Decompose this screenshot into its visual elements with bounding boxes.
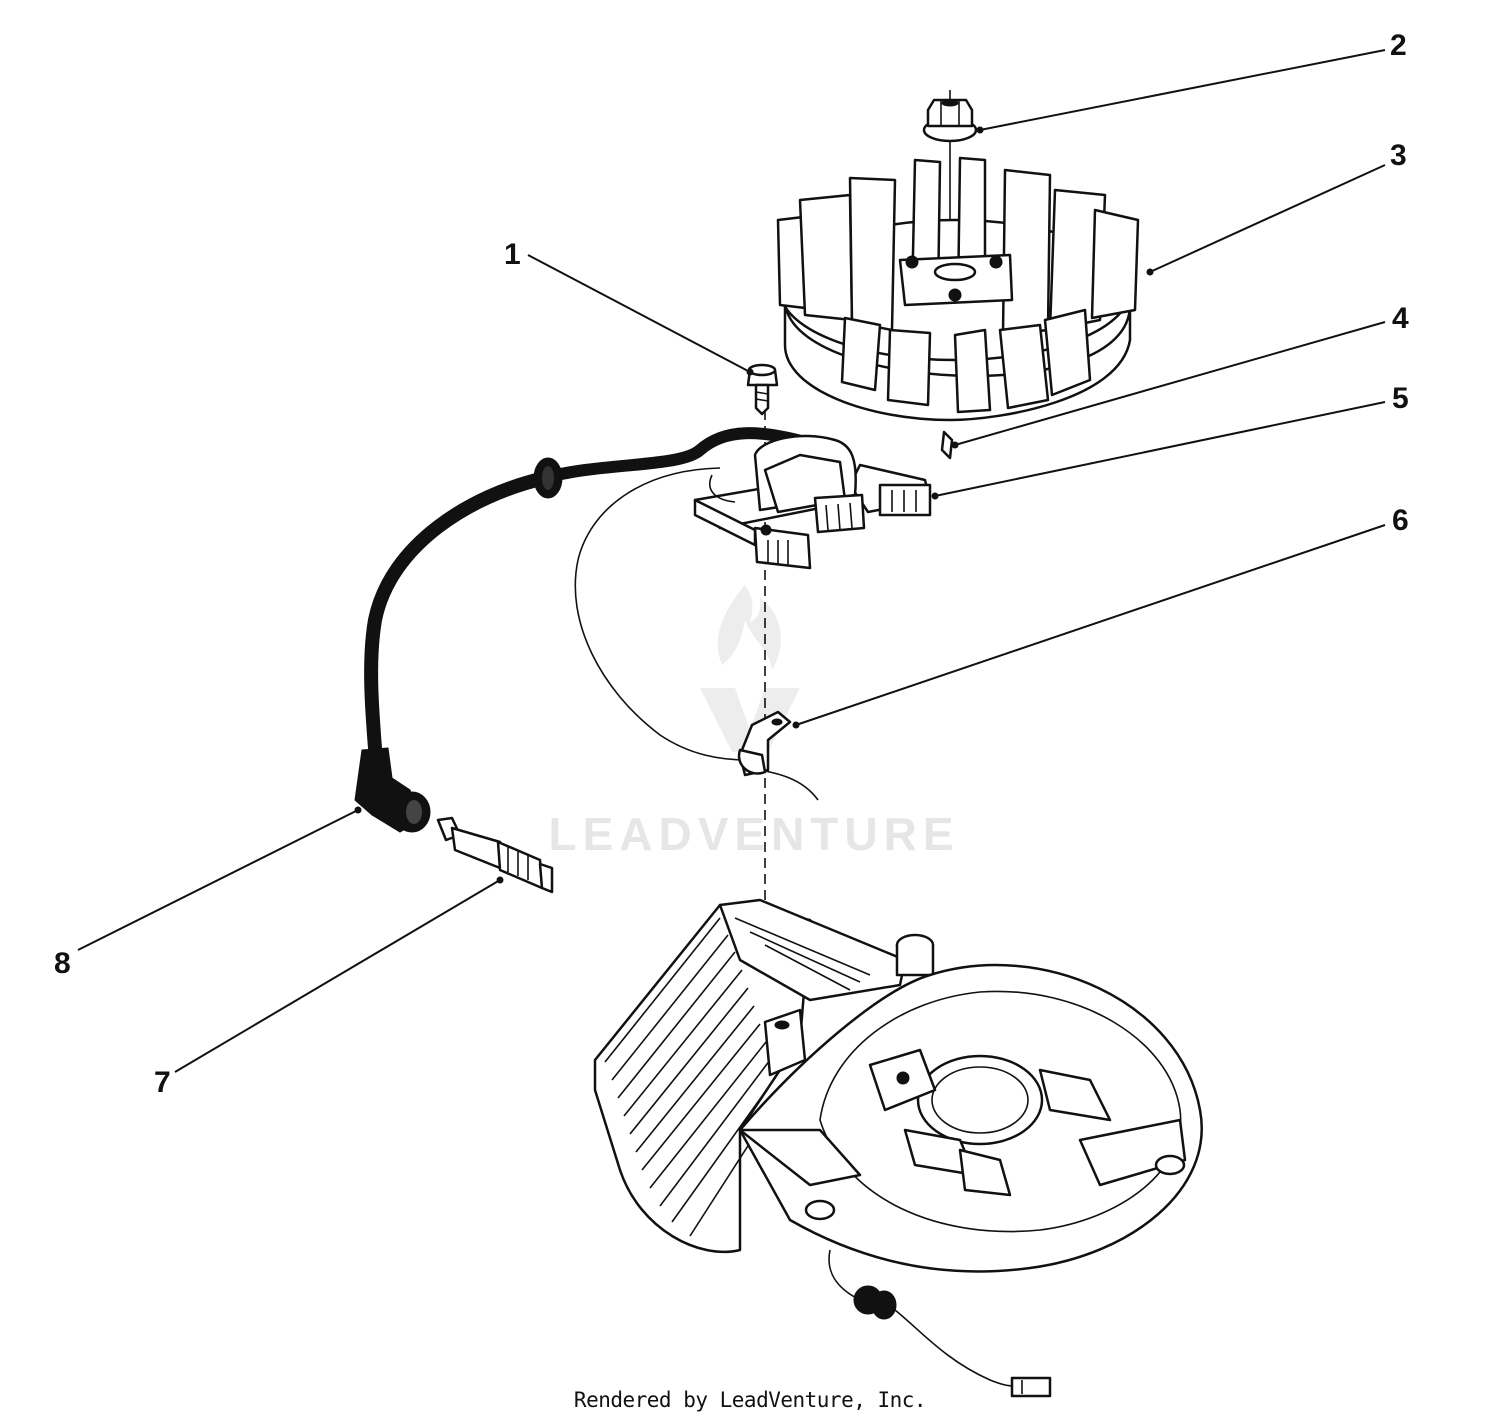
callout-7: 7	[154, 1066, 171, 1099]
part-wire-clip	[737, 710, 792, 777]
part-engine-block	[593, 898, 1203, 1398]
callout-6: 6	[1392, 504, 1409, 537]
callout-8: 8	[54, 947, 71, 980]
callout-4: 4	[1392, 302, 1409, 335]
callout-2: 2	[1390, 29, 1407, 62]
callout-numbers: 1 2 3 4 5 6 7 8	[54, 29, 1409, 1099]
part-spark-plug-boot	[354, 747, 431, 833]
part-spark-plug	[436, 816, 554, 894]
part-flywheel-key	[940, 430, 954, 460]
callout-3: 3	[1390, 139, 1407, 172]
callout-1: 1	[504, 238, 521, 271]
part-ignition-module	[364, 427, 932, 801]
callout-5: 5	[1392, 382, 1409, 415]
part-flywheel	[776, 156, 1140, 422]
part-flange-nut	[922, 98, 978, 143]
footer-credit: Rendered by LeadVenture, Inc.	[573, 1388, 927, 1412]
watermark: LEADVENTURE	[548, 585, 959, 860]
watermark-text: LEADVENTURE	[548, 808, 959, 860]
callout-leaders	[77, 49, 1386, 1073]
